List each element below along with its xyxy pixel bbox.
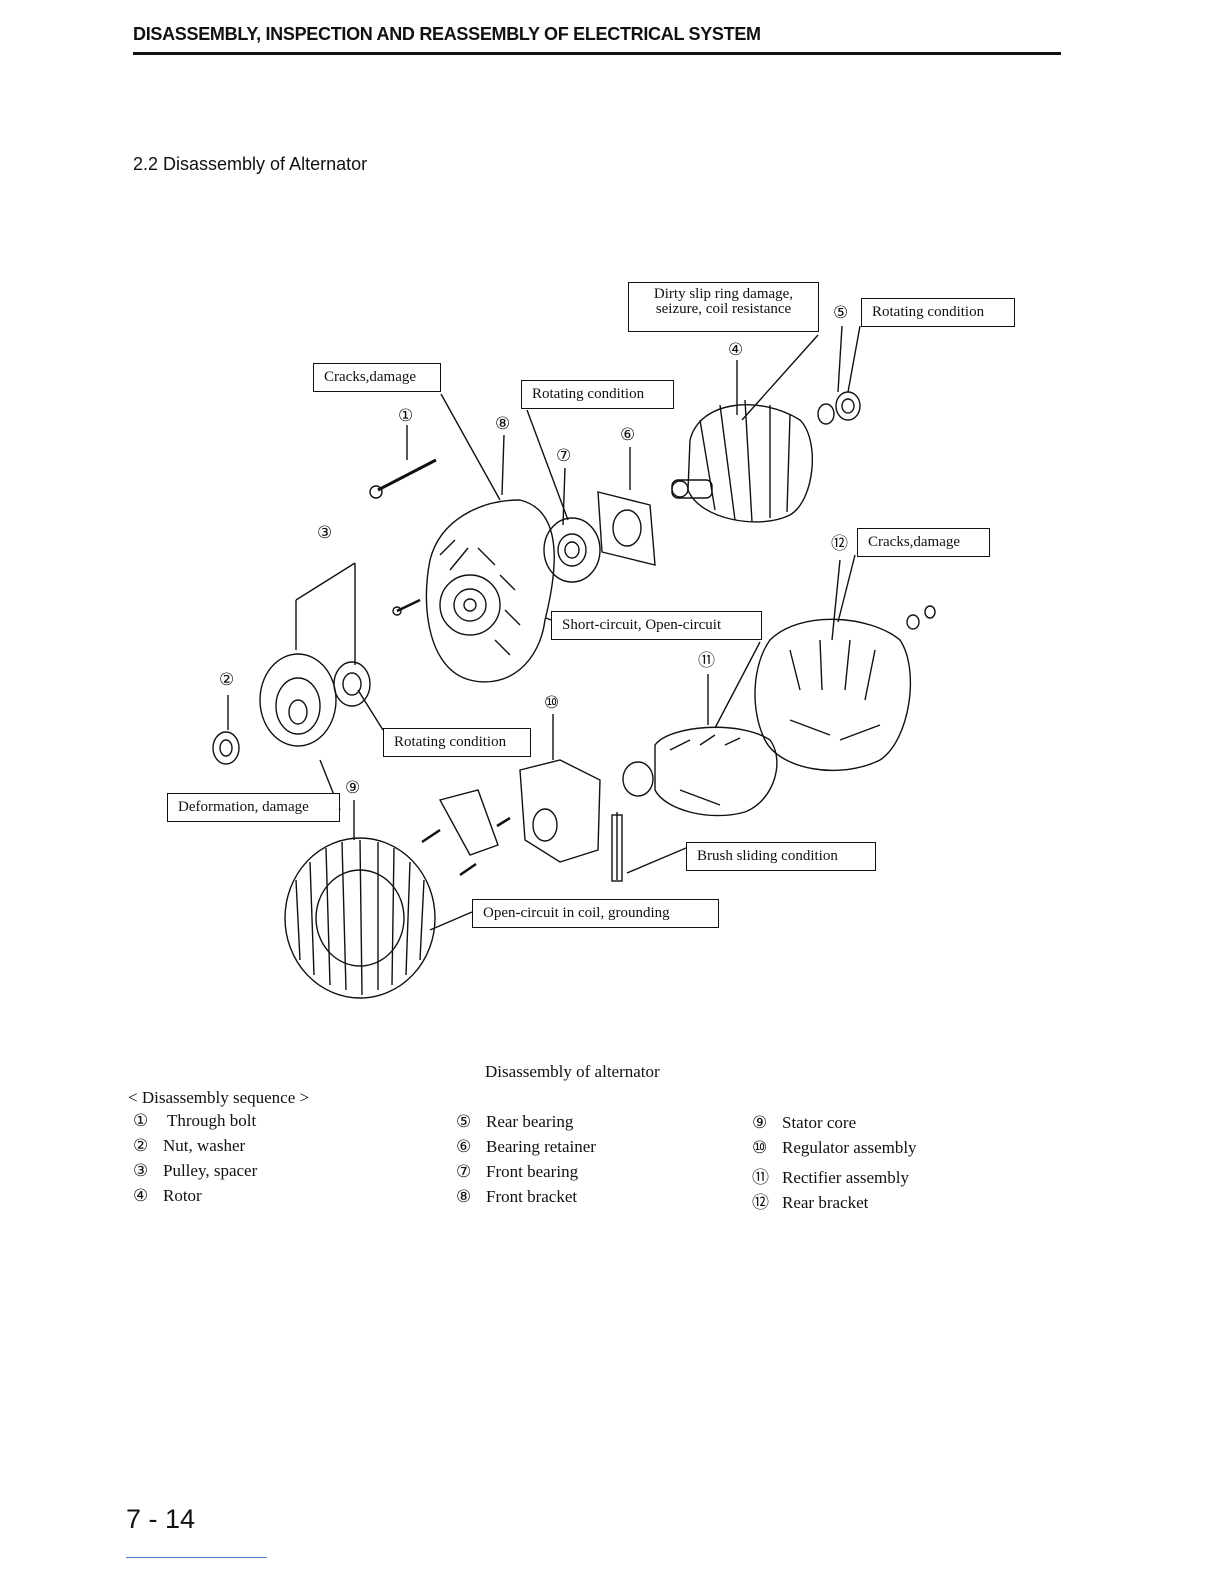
legend-item: ⑨ Stator core bbox=[752, 1113, 917, 1138]
callout-rear-bearing: Rotating condition bbox=[861, 298, 1015, 327]
legend-label: Rectifier assembly bbox=[782, 1168, 909, 1187]
legend-mark: ⑤ bbox=[456, 1112, 472, 1132]
callout-stator: Open-circuit in coil, grounding bbox=[472, 899, 719, 928]
legend-label: Nut, washer bbox=[163, 1136, 246, 1155]
legend-mark: ⑧ bbox=[456, 1187, 472, 1207]
callout-rectifier: Short-circuit, Open-circuit bbox=[551, 611, 762, 640]
legend-label: Stator core bbox=[782, 1113, 857, 1132]
legend-column-1: ① Through bolt ② Nut, washer ③ Pulley, spa… bbox=[133, 1111, 257, 1211]
legend-mark: ③ bbox=[133, 1161, 149, 1181]
legend-label: Bearing retainer bbox=[486, 1137, 596, 1156]
callout-rear-bracket: Cracks,damage bbox=[857, 528, 990, 557]
legend-label: Pulley, spacer bbox=[163, 1161, 258, 1180]
part-number-6: ⑥ bbox=[620, 425, 636, 445]
callout-slip-ring-line1: Dirty slip ring damage, bbox=[653, 286, 794, 302]
header-title: DISASSEMBLY, INSPECTION AND REASSEMBLY O… bbox=[133, 24, 761, 44]
legend-item: ① Through bolt bbox=[133, 1111, 257, 1136]
callout-nut: Deformation, damage bbox=[167, 793, 340, 822]
section-title: 2.2 Disassembly of Alternator bbox=[133, 154, 368, 174]
legend-label: Front bracket bbox=[486, 1187, 578, 1206]
legend-mark: ⑪ bbox=[752, 1168, 769, 1188]
part-number-10: ⑩ bbox=[544, 693, 560, 713]
part-number-7: ⑦ bbox=[556, 446, 572, 466]
part-number-5: ⑤ bbox=[833, 303, 849, 323]
part-number-3: ③ bbox=[317, 523, 333, 543]
legend-item: ⑫ Rear bracket bbox=[752, 1188, 917, 1213]
part-number-4: ④ bbox=[728, 340, 744, 360]
part-number-8: ⑧ bbox=[495, 414, 511, 434]
callout-front-bearing: Rotating condition bbox=[521, 380, 674, 409]
legend-item: ⑤ Rear bearing bbox=[456, 1112, 596, 1137]
legend-column-3: ⑨ Stator core ⑩ Regulator assembly ⑪ Rectif… bbox=[752, 1113, 917, 1213]
part-number-12: ⑫ bbox=[831, 534, 848, 554]
footer-rule bbox=[126, 1557, 267, 1558]
part-number-11: ⑪ bbox=[698, 651, 715, 671]
legend-mark: ② bbox=[133, 1136, 149, 1156]
legend-item: ④ Rotor bbox=[133, 1186, 257, 1211]
header-rule bbox=[133, 52, 1061, 55]
legend-item: ③ Pulley, spacer bbox=[133, 1161, 257, 1186]
legend-item: ⑪ Rectifier assembly bbox=[752, 1163, 917, 1188]
legend-label: Rear bearing bbox=[486, 1112, 574, 1131]
legend-mark: ⑫ bbox=[752, 1193, 769, 1213]
callout-pulley: Rotating condition bbox=[383, 728, 531, 757]
callout-brush: Brush sliding condition bbox=[686, 842, 876, 871]
callout-slip-ring: Dirty slip ring damage, seizure, coil re… bbox=[628, 282, 819, 332]
part-number-9: ⑨ bbox=[345, 778, 361, 798]
part-number-2: ② bbox=[219, 670, 235, 690]
legend-item: ② Nut, washer bbox=[133, 1136, 257, 1161]
legend-item: ⑧ Front bracket bbox=[456, 1187, 596, 1212]
part-number-1: ① bbox=[398, 406, 414, 426]
page-header: DISASSEMBLY, INSPECTION AND REASSEMBLY O… bbox=[133, 24, 1061, 55]
legend-label: Rear bracket bbox=[782, 1193, 869, 1212]
legend-item: ⑩ Regulator assembly bbox=[752, 1138, 917, 1163]
legend-item: ⑥ Bearing retainer bbox=[456, 1137, 596, 1162]
legend-mark: ⑥ bbox=[456, 1137, 472, 1157]
legend-label: Front bearing bbox=[486, 1162, 579, 1181]
legend-mark: ⑩ bbox=[752, 1138, 768, 1158]
legend-label: Regulator assembly bbox=[782, 1138, 917, 1157]
legend-column-2: ⑤ Rear bearing ⑥ Bearing retainer ⑦ Front b… bbox=[456, 1112, 596, 1212]
legend-label: Through bolt bbox=[163, 1111, 257, 1130]
sequence-heading: < Disassembly sequence > bbox=[128, 1088, 310, 1107]
legend-mark: ⑨ bbox=[752, 1113, 768, 1133]
legend-mark: ⑦ bbox=[456, 1162, 472, 1182]
figure-caption: Disassembly of alternator bbox=[485, 1062, 660, 1081]
legend-item: ⑦ Front bearing bbox=[456, 1162, 596, 1187]
legend-mark: ④ bbox=[133, 1186, 149, 1206]
legend-label: Rotor bbox=[163, 1186, 202, 1205]
page-number: 7 - 14 bbox=[126, 1504, 196, 1534]
legend-mark: ① bbox=[133, 1111, 149, 1131]
callout-slip-ring-line2: seizure, coil resistance bbox=[655, 301, 792, 317]
callout-front-bracket: Cracks,damage bbox=[313, 363, 441, 392]
